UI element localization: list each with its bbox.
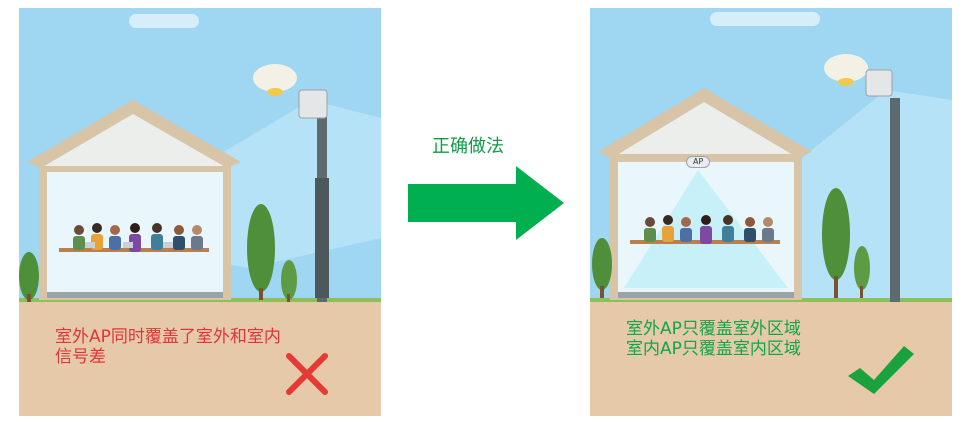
house-floor: [47, 292, 223, 298]
tree-small: [281, 260, 297, 302]
left-scene-illustration: [19, 8, 381, 416]
right-arrow-icon: [408, 166, 564, 240]
left-caption-line1: 室外AP同时覆盖了室外和室内: [55, 327, 281, 347]
right-caption-line1: 室外AP只覆盖室外区域: [626, 319, 801, 339]
outdoor-ap-device: [865, 69, 893, 97]
tree-left: [19, 252, 39, 302]
house-roof: [598, 88, 812, 158]
cloud: [710, 12, 820, 26]
correct-method-label: 正确做法: [432, 136, 504, 157]
lamp-head: [824, 54, 868, 82]
tree-small: [854, 246, 870, 298]
tree-left: [592, 238, 612, 298]
people-group: [73, 223, 203, 252]
house-roof: [27, 100, 241, 168]
right-scene-panel: AP 室外AP只覆盖室外区域 室内AP只覆盖室内区域: [590, 8, 952, 416]
indoor-ap-label: AP: [686, 156, 711, 168]
left-scene-panel: 室外AP同时覆盖了室外和室内 信号差: [19, 8, 381, 416]
house-gable: [41, 114, 227, 168]
house-gable: [612, 102, 798, 158]
right-caption: 室外AP只覆盖室外区域 室内AP只覆盖室内区域: [626, 319, 801, 359]
cloud: [129, 14, 199, 28]
ground: [590, 300, 952, 416]
tree-middle: [822, 188, 850, 298]
left-caption: 室外AP同时覆盖了室外和室内 信号差: [55, 327, 281, 367]
outdoor-ap-device: [298, 89, 328, 119]
right-caption-line2: 室内AP只覆盖室内区域: [626, 339, 801, 359]
left-caption-line2: 信号差: [55, 347, 106, 367]
right-scene-illustration: [590, 8, 952, 416]
tree-middle: [247, 204, 275, 300]
lamp-head: [253, 64, 297, 92]
check-icon: [848, 346, 914, 394]
people-group: [644, 215, 774, 244]
lamp-pole: [890, 98, 900, 302]
house-floor: [618, 292, 794, 298]
cross-icon: [286, 353, 328, 395]
